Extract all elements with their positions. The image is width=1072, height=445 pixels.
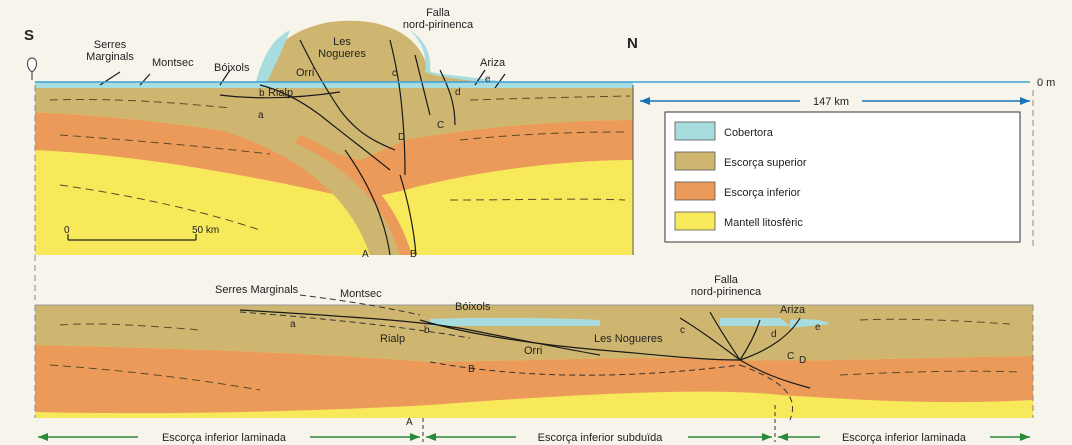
bottom-fault-3 bbox=[679, 317, 741, 361]
top-fault-3 bbox=[389, 39, 406, 176]
legend-swatch bbox=[674, 181, 716, 201]
bottom-label-serres: Serres Marginals bbox=[215, 284, 299, 296]
top-nogueres-stack bbox=[255, 20, 505, 85]
top-label-montsec: Montsec bbox=[152, 57, 194, 69]
bottom-letter-D: D bbox=[799, 355, 806, 366]
top-dash-6 bbox=[449, 198, 626, 201]
top-fault-4 bbox=[414, 54, 431, 116]
bottom-label-orri: Orri bbox=[524, 345, 542, 357]
bottom-dash-2 bbox=[49, 364, 261, 391]
top-letter-D: D bbox=[398, 132, 405, 143]
south-label: S bbox=[24, 27, 34, 44]
bottom-fault-7 bbox=[739, 359, 811, 389]
legend-box bbox=[664, 111, 1021, 243]
bottom-letter-c: c bbox=[680, 325, 685, 336]
bottom-label-montsec: Montsec bbox=[340, 288, 382, 300]
top-letter-d: d bbox=[455, 87, 461, 98]
bottom-dash-3 bbox=[859, 318, 1011, 325]
bottom-cover bbox=[430, 317, 830, 328]
top-label-ariza: Ariza bbox=[480, 57, 506, 69]
top-fault-2 bbox=[299, 39, 396, 151]
bottom-fault-2 bbox=[419, 319, 741, 361]
scale-bar-end: 50 km bbox=[192, 225, 219, 236]
bar-right-label: Escorça inferior laminada bbox=[842, 432, 967, 444]
bottom-label-boixols: Bóixols bbox=[455, 301, 491, 313]
top-label-boixols: Bóixols bbox=[214, 62, 250, 74]
top-letter-b: b bbox=[259, 88, 265, 99]
bottom-lower-crust bbox=[35, 345, 1033, 414]
top-dash-2 bbox=[59, 134, 271, 155]
legend-swatch bbox=[674, 121, 716, 141]
bottom-boundary-2 bbox=[299, 294, 421, 316]
top-letter-B: B bbox=[410, 249, 417, 260]
top-fault-slab-a bbox=[344, 149, 391, 256]
distance-arrow: 147 km bbox=[640, 96, 1030, 108]
top-letter-C: C bbox=[437, 120, 444, 131]
bottom-letter-C: C bbox=[787, 351, 794, 362]
bottom-label-nogueres: Les Nogueres bbox=[594, 333, 663, 345]
top-dash-3 bbox=[469, 95, 631, 101]
bottom-boundary-4 bbox=[739, 364, 793, 421]
legend-label: Cobertora bbox=[724, 127, 774, 139]
bottom-letter-a: a bbox=[290, 319, 296, 330]
top-fault-6 bbox=[99, 69, 506, 89]
bottom-fault-1 bbox=[239, 309, 601, 356]
top-dash-4 bbox=[459, 131, 626, 141]
scale-bar-start: 0 bbox=[64, 225, 70, 236]
bottom-letter-d: d bbox=[771, 329, 777, 340]
bottom-fault-5 bbox=[739, 319, 761, 361]
top-dash-1 bbox=[49, 98, 231, 109]
top-fault-slab-b bbox=[399, 174, 417, 256]
bottom-letter-e: e bbox=[815, 322, 821, 333]
top-cover-strip bbox=[35, 82, 633, 88]
north-label: N bbox=[627, 35, 638, 52]
bar-middle-label: Escorça inferior subduïda bbox=[538, 432, 664, 444]
distance-label: 147 km bbox=[813, 96, 849, 108]
bottom-label-rialp: Rialp bbox=[380, 333, 405, 345]
bar-left-label: Escorça inferior laminada bbox=[162, 432, 287, 444]
top-fault-a bbox=[219, 91, 341, 99]
bottom-boundary-1 bbox=[239, 311, 471, 339]
top-letter-e: e bbox=[485, 74, 491, 85]
top-dash-5 bbox=[59, 184, 261, 231]
bottom-label-ariza: Ariza bbox=[780, 304, 806, 316]
bottom-fault-4 bbox=[709, 311, 741, 361]
legend-label: Escorça superior bbox=[724, 157, 807, 169]
location-pin-icon bbox=[27, 57, 37, 80]
top-fault-5 bbox=[439, 69, 456, 126]
bottom-letter-A: A bbox=[406, 417, 413, 428]
top-subducting-slab bbox=[180, 110, 405, 255]
legend-label: Escorça inferior bbox=[724, 187, 801, 199]
legend-swatch bbox=[674, 211, 716, 231]
legend-label: Mantell litosfèric bbox=[724, 217, 803, 229]
top-fault-1 bbox=[259, 84, 391, 171]
lower-crust-bar: Escorça inferior laminada Escorça inferi… bbox=[38, 429, 1030, 444]
sea-level-label: 0 m bbox=[1037, 77, 1055, 89]
bottom-letter-b: b bbox=[424, 325, 430, 336]
bottom-boundary-3 bbox=[429, 361, 741, 376]
scale-bar: 0 50 km bbox=[64, 225, 219, 241]
legend-swatch bbox=[674, 151, 716, 171]
top-letter-a: a bbox=[258, 110, 264, 121]
top-label-rialp: Rialp bbox=[268, 87, 293, 99]
top-cover-outline bbox=[255, 30, 520, 85]
top-letter-A: A bbox=[362, 249, 369, 260]
bottom-upper-crust bbox=[35, 305, 1033, 362]
top-label-orri: Orri bbox=[296, 67, 314, 79]
top-letter-c: c bbox=[392, 68, 397, 79]
bottom-section: Serres Marginals Montsec Bóixols Rialp O… bbox=[34, 255, 1034, 442]
bottom-fault-6 bbox=[739, 317, 801, 361]
bottom-letter-B: B bbox=[468, 364, 475, 375]
top-subducting-lower bbox=[295, 135, 412, 255]
bottom-dash-1 bbox=[59, 323, 201, 331]
bottom-dash-4 bbox=[839, 370, 1021, 376]
